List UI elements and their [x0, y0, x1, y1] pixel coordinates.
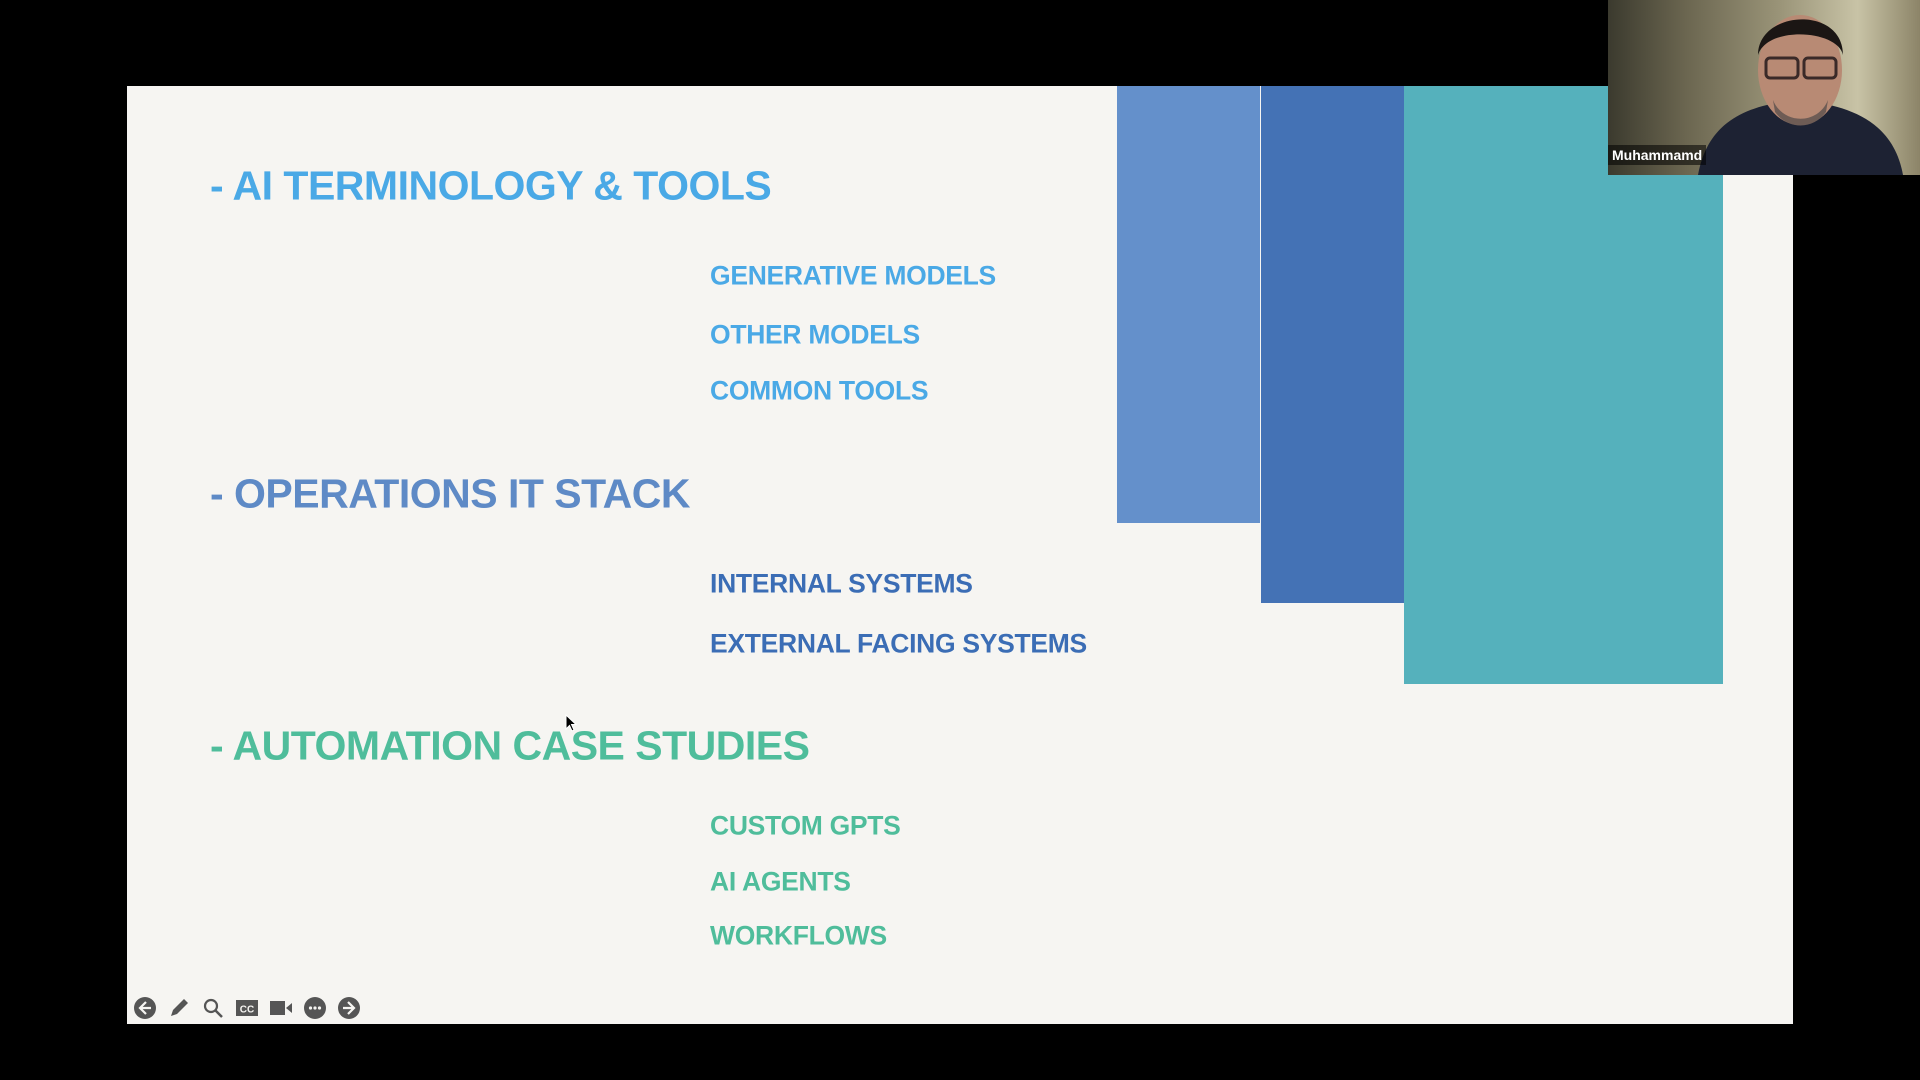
section-heading-operations: - OPERATIONS IT STACK: [210, 470, 690, 517]
mouse-cursor-icon: [565, 713, 578, 737]
captions-icon[interactable]: CC: [233, 994, 261, 1022]
decorative-block-1: [1117, 86, 1260, 523]
presentation-slide: - AI TERMINOLOGY & TOOLS GENERATIVE MODE…: [127, 86, 1793, 1024]
list-item: COMMON TOOLS: [710, 375, 929, 406]
pen-icon[interactable]: [165, 994, 193, 1022]
list-item: CUSTOM GPTS: [710, 810, 901, 841]
participant-name: Muhammamd: [1608, 145, 1707, 165]
decorative-block-2: [1261, 86, 1404, 603]
zoom-icon[interactable]: [199, 994, 227, 1022]
list-item: OTHER MODELS: [710, 319, 920, 350]
svg-text:CC: CC: [240, 1005, 254, 1016]
list-item: WORKFLOWS: [710, 920, 887, 951]
section-heading-ai-terminology: - AI TERMINOLOGY & TOOLS: [210, 162, 772, 209]
participant-video-feed: [1698, 15, 1903, 175]
list-item: AI AGENTS: [710, 866, 851, 897]
list-item: GENERATIVE MODELS: [710, 260, 996, 291]
list-item: EXTERNAL FACING SYSTEMS: [710, 628, 1087, 659]
next-icon[interactable]: [335, 994, 363, 1022]
previous-icon[interactable]: [131, 994, 159, 1022]
presentation-toolbar: CC: [131, 994, 363, 1022]
section-heading-automation: - AUTOMATION CASE STUDIES: [210, 722, 810, 769]
more-icon[interactable]: [301, 994, 329, 1022]
video-icon[interactable]: [267, 994, 295, 1022]
participant-video-tile[interactable]: Muhammamd: [1608, 0, 1920, 175]
decorative-block-3: [1404, 86, 1723, 684]
list-item: INTERNAL SYSTEMS: [710, 568, 973, 599]
